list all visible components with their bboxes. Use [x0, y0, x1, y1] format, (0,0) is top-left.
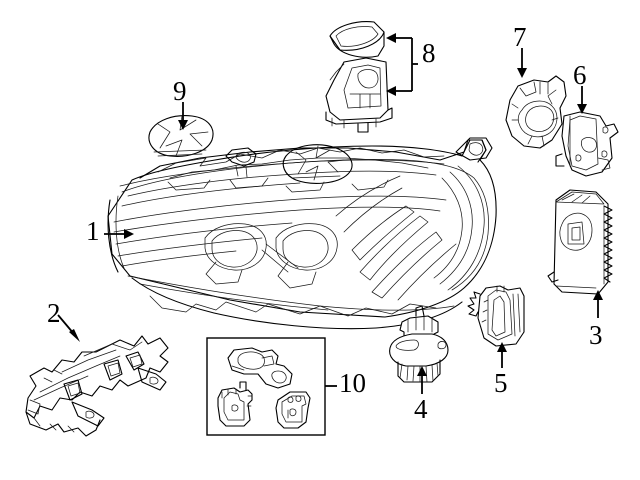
callout-label-6[interactable]: 6	[573, 60, 587, 90]
callout-4-leader	[417, 366, 427, 394]
callout-label-2[interactable]: 2	[47, 298, 61, 328]
part-led-module-heat-sink[interactable]	[467, 285, 525, 347]
part-led-control-module[interactable]	[547, 189, 613, 295]
part-headlamp-mounting-bracket[interactable]	[25, 335, 169, 437]
callout-8-leader	[386, 33, 418, 96]
hardware-kit-bracket	[227, 347, 293, 389]
callout-5-leader	[497, 342, 507, 368]
callout-label-10[interactable]: 10	[339, 368, 366, 398]
callout-label-5[interactable]: 5	[494, 368, 508, 398]
callout-label-8[interactable]: 8	[422, 38, 436, 68]
callout-3-leader	[593, 290, 603, 318]
part-mounting-hardware-kit[interactable]	[206, 337, 326, 436]
part-headlamp-motor-actuator[interactable]	[555, 111, 619, 177]
part-headlamp-retainer-clip[interactable]	[148, 115, 214, 157]
callout-9-leader	[178, 102, 188, 130]
hardware-kit-clip-right	[275, 391, 311, 429]
part-swivel-drive-unit[interactable]	[505, 75, 567, 149]
hardware-kit-clip-left	[217, 381, 253, 427]
part-bulb-socket-connector[interactable]	[389, 305, 449, 383]
callout-label-4[interactable]: 4	[414, 394, 428, 424]
part-bulb-access-cover[interactable]	[329, 21, 385, 58]
callout-label-1[interactable]: 1	[86, 216, 100, 246]
callout-2-leader	[57, 314, 80, 342]
callout-label-3[interactable]: 3	[589, 320, 603, 350]
part-headlamp-assembly[interactable]	[107, 137, 497, 330]
callout-6-leader	[577, 86, 587, 114]
callout-7-leader	[517, 48, 527, 78]
callout-1-leader	[104, 229, 134, 239]
callout-label-7[interactable]: 7	[513, 22, 527, 52]
part-bulb-access-housing[interactable]	[325, 57, 393, 133]
callout-label-9[interactable]: 9	[173, 76, 187, 106]
